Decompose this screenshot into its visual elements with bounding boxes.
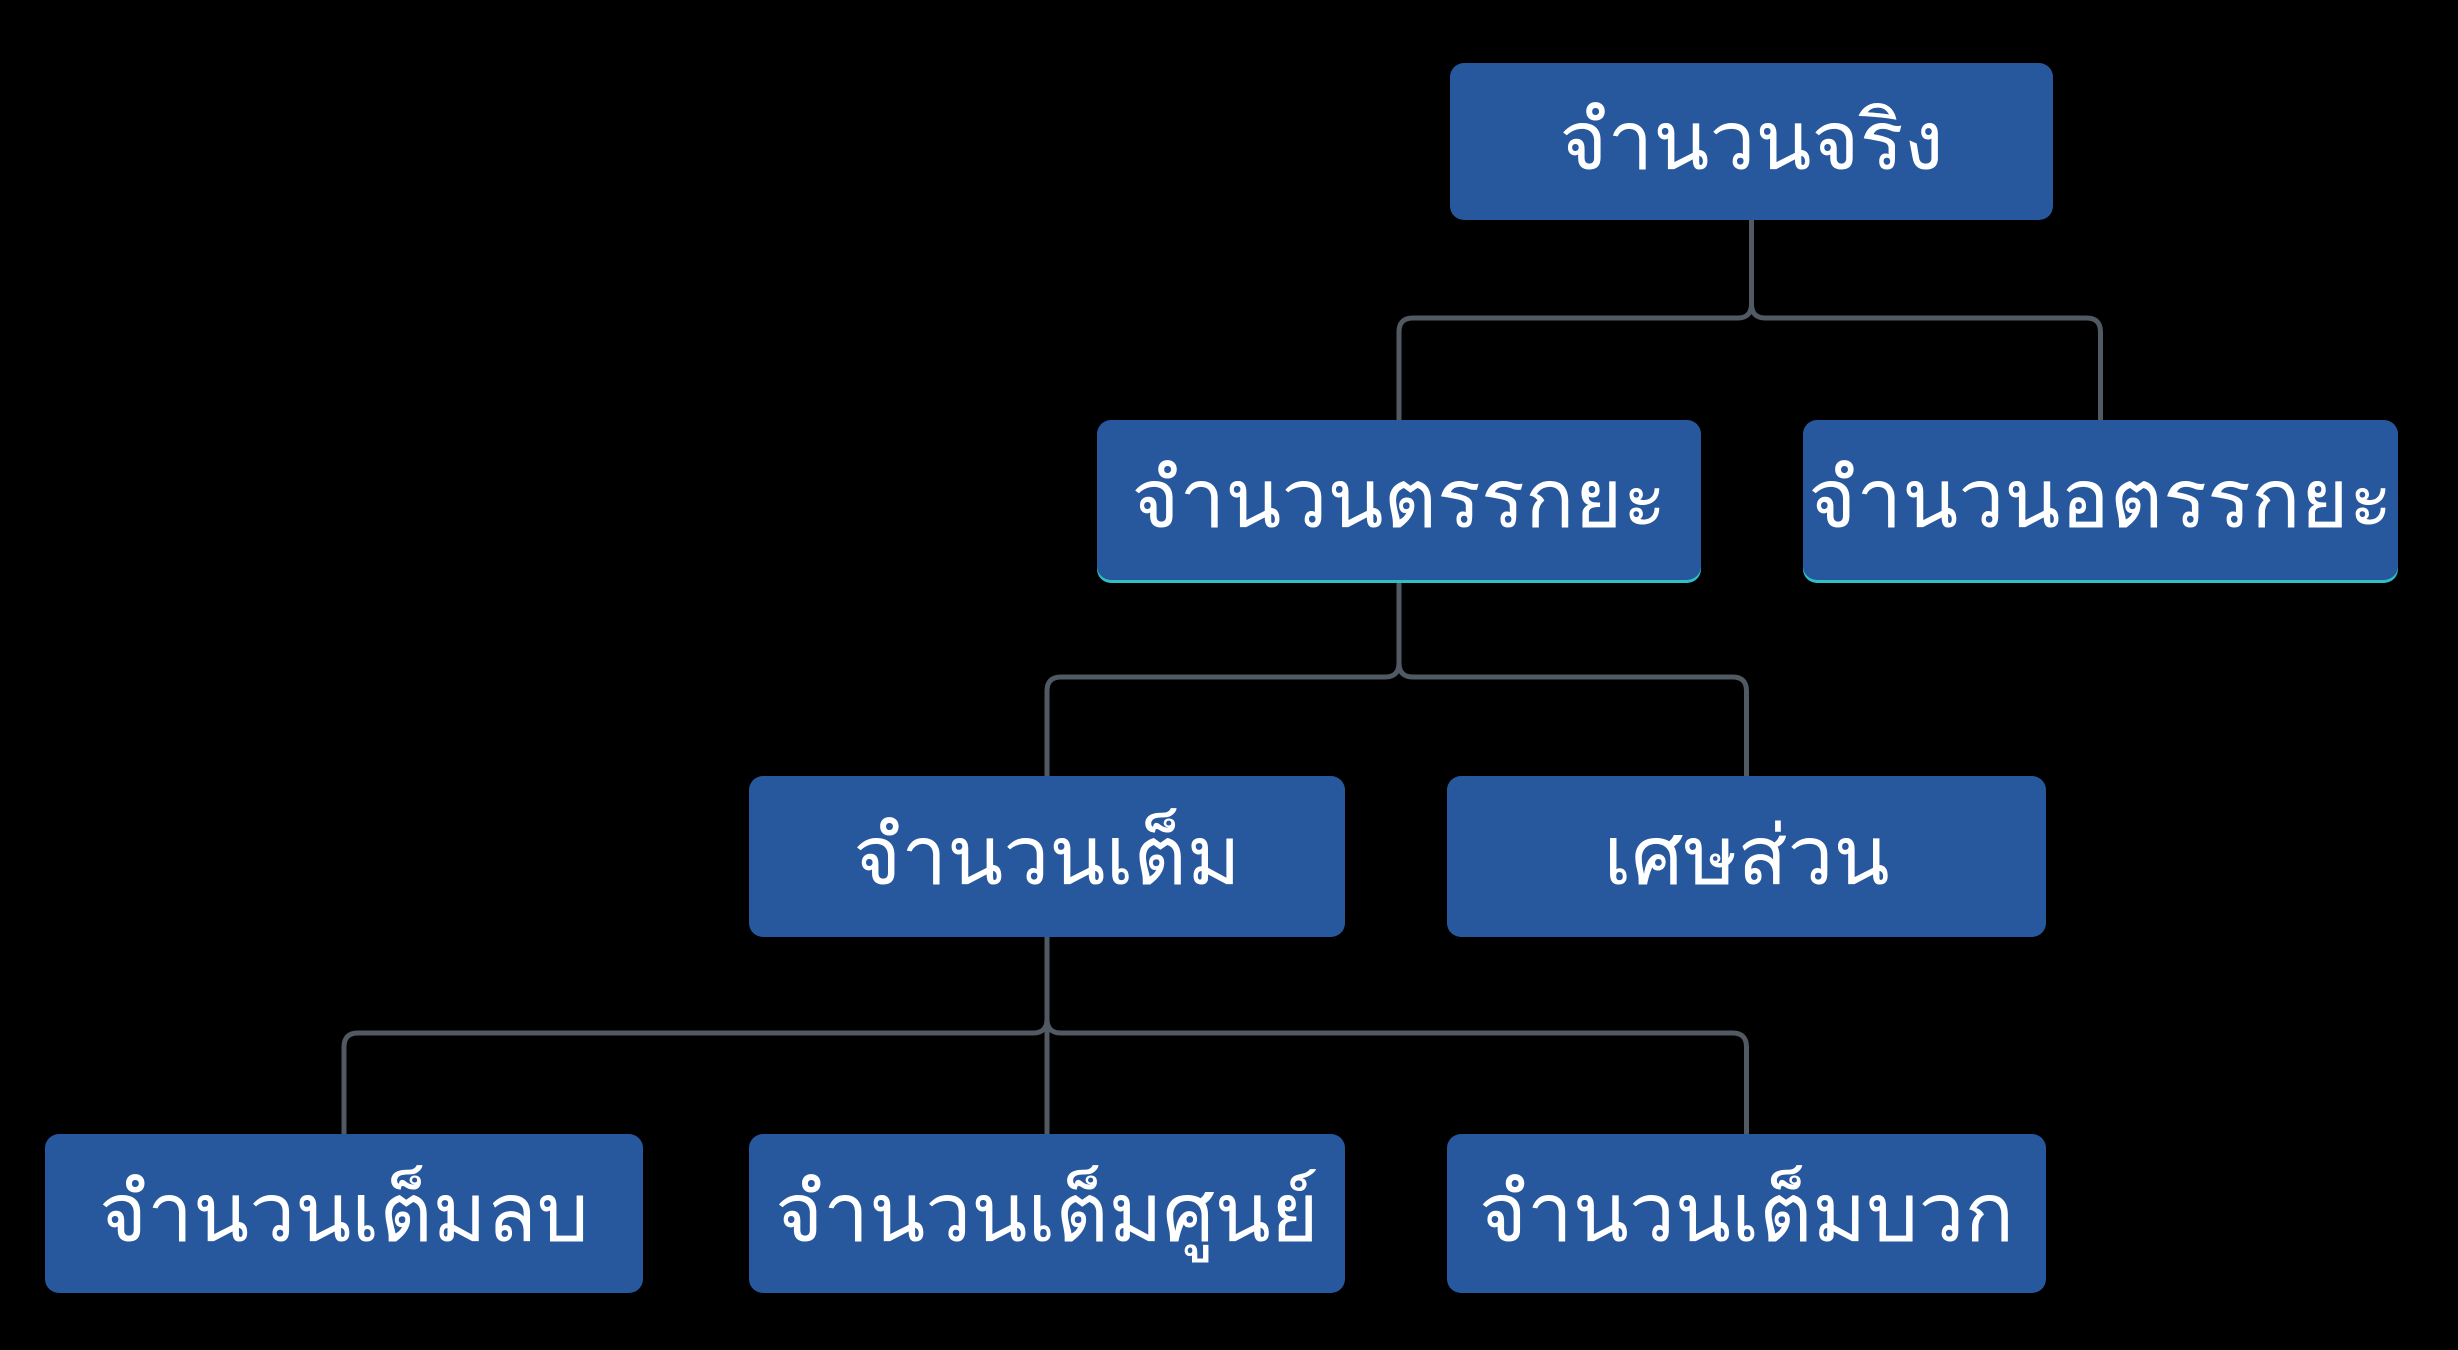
connector-integer-positive [1044, 937, 1749, 1134]
node-irrational-numbers: จำนวนอตรรกยะ [1803, 420, 2398, 580]
node-zero-integer: จำนวนเต็มศูนย์ [749, 1134, 1345, 1293]
connector-root-irrational [1749, 220, 2103, 420]
node-positive-integers: จำนวนเต็มบวก [1447, 1134, 2046, 1293]
node-fractions: เศษส่วน [1447, 776, 2046, 937]
connector-root-rational [1396, 220, 1754, 420]
node-real-numbers: จำนวนจริง [1450, 63, 2053, 220]
node-negative-integers: จำนวนเต็มลบ [45, 1134, 643, 1293]
connector-rational-fraction [1396, 580, 1749, 776]
connector-integer-negative [341, 937, 1050, 1134]
node-rational-numbers: จำนวนตรรกยะ [1097, 420, 1701, 580]
node-integers: จำนวนเต็ม [749, 776, 1345, 937]
connector-rational-integer [1044, 580, 1402, 776]
